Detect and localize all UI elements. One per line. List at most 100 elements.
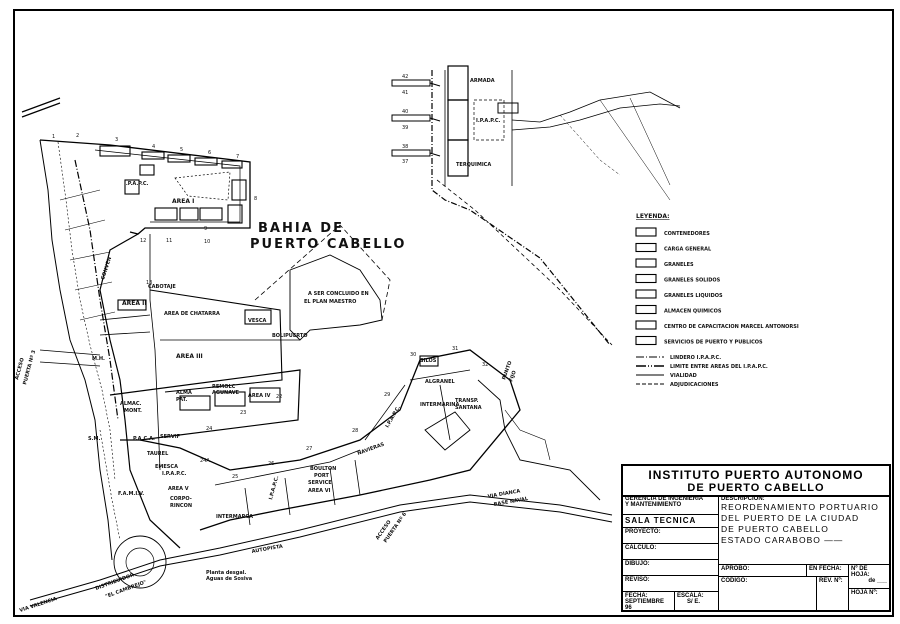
label-ipapc-2: I.P.A.P.C. <box>162 471 187 477</box>
escala-value: S/ E. <box>687 599 701 605</box>
legend-swatch <box>635 320 657 330</box>
berth-number: 8 <box>254 196 257 202</box>
berth-number: 3 <box>115 137 118 143</box>
hoja-no-field: HOJA Nº: <box>851 590 878 596</box>
inset-berth-numbers: 42 41 40 39 38 37 <box>402 74 408 165</box>
label-via-valencia: VIA VALENCIA <box>19 596 58 614</box>
label-servif: SERVIF <box>160 434 180 440</box>
descripcion-cell: DESCRIPCION: REORDENAMIENTO PORTUARIO DE… <box>719 495 889 565</box>
label-intermarca: INTERMARCA <box>216 514 253 520</box>
legend-item-label: CONTENEDORES <box>664 231 710 237</box>
en-fecha-field: EN FECHA: <box>807 565 849 577</box>
title-block: INSTITUTO PUERTO AUTONOMO DE PUERTO CABE… <box>621 464 891 612</box>
institute-name-line-1: INSTITUTO PUERTO AUTONOMO <box>648 468 864 482</box>
label-paca: P.A.C.A. <box>133 436 155 442</box>
inset-berth-number: 39 <box>402 125 408 131</box>
label-autopista: AUTOPISTA <box>251 544 283 555</box>
label-a-ser-concluido-1: A SER CONCLUIDO EN <box>308 291 369 297</box>
descripcion-line-4: ESTADO CARABOBO —— <box>721 535 844 545</box>
label-area-chatarra: AREA DE CHATARRA <box>164 311 220 317</box>
label-ipapc: I.P.A.P.C. <box>124 181 149 187</box>
label-via-dianca-1: VIA DIANCA <box>487 488 521 500</box>
escala-cell: ESCALA: S/ E. <box>675 592 719 612</box>
berth-number: 5 <box>180 147 183 153</box>
descripcion-line-1: REORDENAMIENTO PORTUARIO <box>721 502 879 512</box>
gerencia-line-2: Y MANTENIMIENTO <box>625 502 682 508</box>
legend-swatch <box>635 289 657 299</box>
label-corpo-rincon-1: CORPO- <box>170 496 192 502</box>
proyecto-field: PROYECTO: <box>623 528 719 544</box>
no-hoja-label: Nº DE HOJA: <box>851 566 870 578</box>
sala-tecnica: SALA TECNICA <box>623 515 719 528</box>
fecha-value: SEPTIEMBRE 96 <box>625 599 665 611</box>
berth-number: 31 <box>452 346 458 352</box>
berth-number: 2 <box>76 133 79 139</box>
berth-numbers: 1 2 3 4 5 6 7 8 9 10 11 12 13 24 25 26 2… <box>52 133 488 480</box>
berth-number: 23 <box>240 410 246 416</box>
label-bolipuerto: BOLIPUERTO <box>272 333 308 339</box>
label-navieras: NAVIERAS <box>357 441 386 456</box>
descripcion-line-2: DEL PUERTO DE LA CIUDAD <box>721 513 860 523</box>
fecha-cell: FECHA: SEPTIEMBRE 96 <box>623 592 675 612</box>
label-ipapc-5: I.P.A.P.C. <box>476 118 501 124</box>
label-emesca: EMESCA <box>155 464 178 470</box>
legend-swatch <box>635 227 657 237</box>
berth-number: 13 <box>146 280 152 286</box>
berth-number: 28 <box>352 428 358 434</box>
berth-number: 11 <box>166 238 172 244</box>
main-port-layout <box>21 97 613 607</box>
label-algranel: ALGRANEL <box>425 379 455 385</box>
legend-line-label: LIMITE ENTRE AREAS DEL I.P.A.P.C. <box>670 364 768 370</box>
inset-berth-number: 41 <box>402 90 408 96</box>
label-cabotaje: CABOTAJE <box>148 284 176 290</box>
label-area-2: AREA II <box>122 300 147 307</box>
reviso-field: REVISO: <box>623 576 719 592</box>
label-famiv: F.A.M.I.V. <box>118 491 144 497</box>
berth-number: 6 <box>208 150 211 156</box>
dibujo-field: DIBUJO: <box>623 560 719 576</box>
legend-swatch <box>635 273 657 284</box>
label-almac-mont-1: ALMAC. <box>120 401 142 407</box>
label-armada: ARMADA <box>470 78 495 84</box>
label-ipapc-3: I.P.A.P.C. <box>268 475 280 500</box>
inset-berth-number: 40 <box>402 109 408 115</box>
label-area-3: AREA III <box>176 353 203 360</box>
label-silos: SILOS <box>420 358 437 364</box>
legend-title: LEYENDA: <box>636 213 670 220</box>
gerencia-cell: GERENCIA DE INGENIERIA Y MANTENIMIENTO <box>623 495 719 515</box>
label-a-ser-concluido-2: EL PLAN MAESTRO <box>304 299 356 305</box>
descripcion-line-3: DE PUERTO CABELLO <box>721 524 829 534</box>
label-vesca: VESCA <box>248 318 267 324</box>
legend-item-label: ALMACEN QUIMICOS <box>664 309 722 315</box>
sheet-border <box>13 9 894 617</box>
label-almac-mont-2: MONT. <box>124 408 142 414</box>
legend-item-label: GRANELES <box>664 262 694 268</box>
berth-number: 24A <box>200 458 210 464</box>
inset-map <box>391 65 681 346</box>
label-corpo-rincon-2: RINCON <box>170 503 192 509</box>
berth-number: 9 <box>204 226 207 232</box>
title-block-header: INSTITUTO PUERTO AUTONOMO DE PUERTO CABE… <box>623 466 889 497</box>
no-hoja-cell: Nº DE HOJA: de ___ <box>849 565 889 589</box>
legend-line-label: LINDERO I.P.A.P.C. <box>670 355 721 361</box>
berth-number: 4 <box>152 144 155 150</box>
label-area-4: AREA IV <box>248 393 271 399</box>
escala-label: ESCALA: <box>677 593 704 599</box>
label-ipapc-4: I.P.A.P.C. <box>385 405 402 429</box>
label-area-6: AREA VI <box>308 488 331 494</box>
berth-number: 27 <box>306 446 312 452</box>
berth-number: 22 <box>276 394 282 400</box>
legend-item-label: GRANELES SOLIDOS <box>664 278 721 284</box>
label-punto-fijo-2: FIJO <box>508 370 518 383</box>
inset-berth-number: 42 <box>402 74 408 80</box>
berth-number: 7 <box>236 154 239 160</box>
bay-title-line-1: BAHIA DE <box>258 221 344 236</box>
fecha-label: FECHA: <box>625 593 648 599</box>
bay-title-line-2: PUERTO CABELLO <box>250 237 406 252</box>
legend-swatch <box>635 335 657 346</box>
label-taurel: TAUREL <box>147 451 169 457</box>
inset-berth-number: 37 <box>402 159 408 165</box>
